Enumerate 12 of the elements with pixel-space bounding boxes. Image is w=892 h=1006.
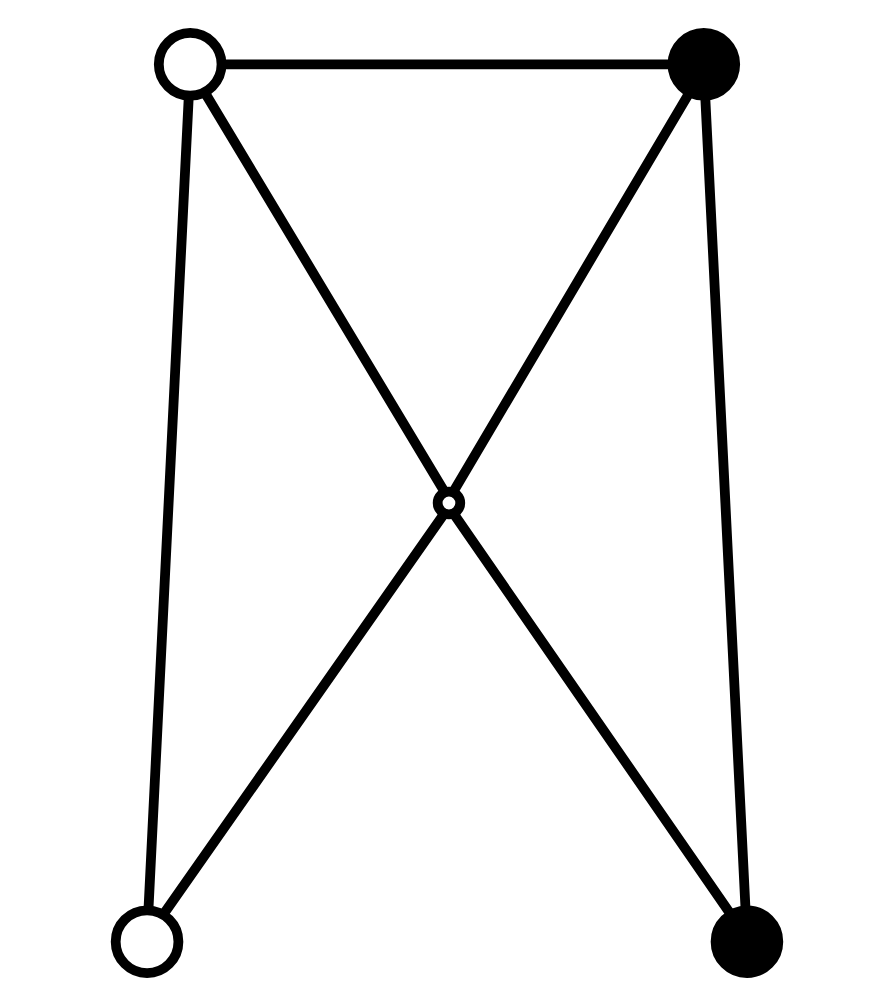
node-circle (666, 28, 740, 101)
node-dot (431, 486, 465, 520)
connector (158, 511, 447, 918)
connector (699, 96, 750, 910)
node-circle (152, 28, 226, 101)
node-circle (109, 905, 183, 978)
node-circle (709, 905, 783, 978)
connector (448, 90, 693, 494)
connector (449, 511, 734, 918)
connector (142, 96, 193, 910)
connector (221, 59, 671, 70)
connector (199, 90, 449, 495)
